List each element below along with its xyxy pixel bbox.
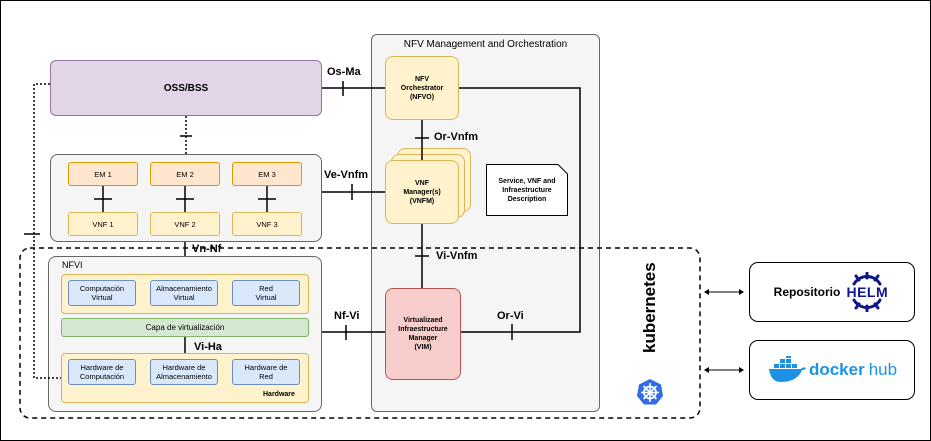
kubernetes-icon xyxy=(637,379,663,405)
virtual-storage: Almacenamiento Virtual xyxy=(150,280,218,306)
virtualization-layer-label: Capa de virtualización xyxy=(145,323,225,332)
virtual-compute: Computación Virtual xyxy=(68,280,136,306)
em-3-label: EM 3 xyxy=(258,169,276,179)
hardware-network-label: Hardware de Red xyxy=(244,363,288,381)
em-3: EM 3 xyxy=(232,162,302,186)
or-vi-label: Or-Vi xyxy=(497,310,524,322)
docker-whale-icon xyxy=(768,356,806,382)
docker-logo-text: docker xyxy=(808,360,865,379)
description-text-box: Service, VNF and Infraestructure Descrip… xyxy=(486,164,568,216)
description-document xyxy=(486,164,568,216)
oss-bss-label: OSS/BSS xyxy=(163,82,209,94)
hardware-network: Hardware de Red xyxy=(232,359,300,385)
hardware-label: Hardware xyxy=(263,391,295,398)
nfvo-box: NFV Orchestrator (NFVO) xyxy=(385,56,459,120)
nf-vi-label: Nf-Vi xyxy=(334,310,360,322)
helm-logo-text: HELM xyxy=(846,284,889,300)
vnf-3: VNF 3 xyxy=(232,212,302,236)
em-1: EM 1 xyxy=(68,162,138,186)
vnfm-box: VNF Manager(s) (VNFM) xyxy=(385,160,459,224)
oss-bss-box: OSS/BSS xyxy=(50,60,322,116)
hardware-compute: Hardware de Computación xyxy=(68,359,136,385)
vnfm-label: VNF Manager(s) (VNFM) xyxy=(403,179,441,205)
hub-logo-text: hub xyxy=(868,360,898,379)
vim-label: Virtualizaed Infraestructure Manager (VI… xyxy=(398,317,448,351)
vi-ha-label: Vi-Ha xyxy=(194,341,222,353)
virtual-network: Red Virtual xyxy=(232,280,300,306)
vim-box: Virtualizaed Infraestructure Manager (VI… xyxy=(385,288,461,380)
helm-logo: HELM xyxy=(844,272,890,312)
vi-vnfm-label: Vi-Vnfm xyxy=(436,250,478,262)
vnf-2: VNF 2 xyxy=(150,212,220,236)
hardware-storage: Hardware de Almacenamiento xyxy=(150,359,218,385)
vnf-1-label: VNF 1 xyxy=(92,219,114,229)
virtualization-layer: Capa de virtualización xyxy=(61,318,309,337)
nfvi-title: NFVI xyxy=(62,260,83,270)
repositorio-box[interactable]: Repositorio HELM xyxy=(749,262,915,322)
vnf-3-label: VNF 3 xyxy=(256,219,278,229)
helm-icon xyxy=(852,272,882,312)
vnf-2-label: VNF 2 xyxy=(174,219,196,229)
kubernetes-label: kubernetes xyxy=(640,262,659,353)
description-label: Service, VNF and Infraestructure Descrip… xyxy=(498,177,556,203)
em-2-label: EM 2 xyxy=(176,169,194,179)
virtual-network-label: Red Virtual xyxy=(255,284,277,302)
vn-nf-label: Vn-Nf xyxy=(192,243,222,255)
virtual-storage-label: Almacenamiento Virtual xyxy=(156,284,212,302)
repositorio-label: Repositorio xyxy=(773,285,841,299)
or-vnfm-label: Or-Vnfm xyxy=(434,131,478,143)
hardware-compute-label: Hardware de Computación xyxy=(79,363,125,381)
os-ma-label: Os-Ma xyxy=(327,66,361,78)
nfvo-label: NFV Orchestrator (NFVO) xyxy=(400,75,444,101)
em-1-label: EM 1 xyxy=(94,169,112,179)
ve-vnfm-label: Ve-Vnfm xyxy=(324,169,369,181)
dockerhub-box[interactable]: docker hub xyxy=(749,340,915,400)
vnf-1: VNF 1 xyxy=(68,212,138,236)
virtual-compute-label: Computación Virtual xyxy=(79,284,125,302)
em-2: EM 2 xyxy=(150,162,220,186)
hardware-storage-label: Hardware de Almacenamiento xyxy=(156,363,212,381)
nfv-mano-title: NFV Management and Orchestration xyxy=(403,39,568,50)
